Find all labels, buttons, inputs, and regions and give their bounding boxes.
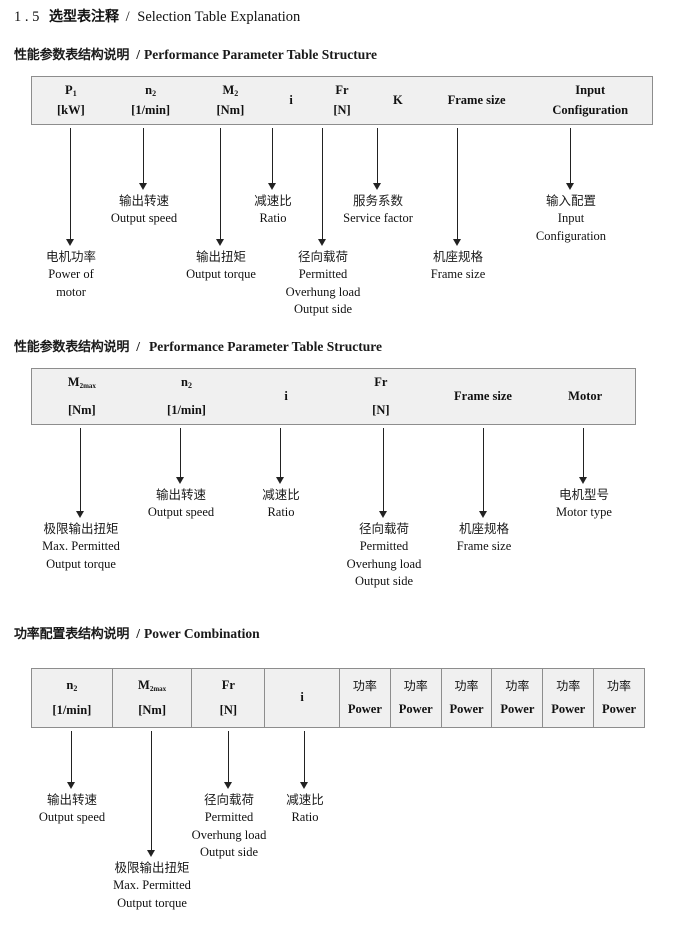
table-header-cell-n2: n2 [1/min] (167, 375, 206, 417)
heading-en: Performance Parameter Table Structure (143, 47, 378, 62)
table-header-cell-m2max: M2max [Nm] (113, 669, 193, 727)
table-header-cell-power-4: 功率 Power (492, 669, 544, 727)
arrow-to-service-factor (373, 128, 382, 190)
callout-ratio-2: 减速比 Ratio (262, 487, 300, 519)
table-header-cell-m2max: M2max [Nm] (67, 375, 96, 417)
table-header-cell-m2: M2 [Nm] (216, 83, 245, 117)
heading-cn: 性能参数表结构说明 (14, 340, 130, 355)
callout-motor-type: 电机型号 Motor type (556, 487, 612, 519)
block-heading-power-combination: 功率配置表结构说明 / Power Combination (14, 623, 260, 643)
table-header-cell-n2: n2 [1/min] (32, 669, 113, 727)
arrow-to-frame-size (453, 128, 462, 246)
callout-ratio: 减速比 Ratio (254, 193, 292, 225)
performance-table-1: P1 [kW] n2 [1/min] M2 [Nm] i Fr [N] K Fr… (31, 76, 653, 125)
section-number: 1 . 5 (14, 9, 40, 25)
callout-frame-size: 机座规格 Frame size (430, 249, 486, 281)
table-header-cell-p1: P1 [kW] (56, 83, 85, 117)
section-title-cn: 选型表注释 (49, 9, 119, 25)
table-header-cell-n2: n2 [1/min] (131, 83, 171, 117)
table-header-cell-k: K (392, 92, 403, 107)
arrow-to-ratio (268, 128, 277, 190)
table-header-cell-power-6: 功率 Power (602, 679, 637, 716)
section-title-en: Selection Table Explanation (137, 9, 301, 25)
arrow-to-input-configuration (566, 128, 575, 190)
heading-en: Power Combination (143, 626, 260, 641)
callout-frame-size-2: 机座规格 Frame size (456, 521, 512, 553)
arrow-to-ratio-2 (276, 428, 285, 484)
callout-permitted-overhung-load: 径向载荷 Permitted Overhung load Output side (285, 249, 361, 317)
arrow-to-max-permitted-output-torque-3 (147, 731, 156, 857)
table-header-cell-input-configuration: Input Configuration (552, 83, 629, 117)
performance-table-2: M2max [Nm] n2 [1/min] i Fr [N] Frame siz… (31, 368, 636, 425)
arrow-to-motor-type (579, 428, 588, 484)
table-header-cell-power-2: 功率 Power (391, 669, 442, 727)
arrow-to-max-permitted-output-torque (76, 428, 85, 518)
arrow-to-frame-size-2 (479, 428, 488, 518)
arrow-to-permitted-overhung-load (318, 128, 327, 246)
heading-en: Performance Parameter Table Structure (148, 339, 383, 354)
table-header-cell-frame-size: Frame size (447, 92, 506, 107)
arrow-to-output-torque (216, 128, 225, 246)
heading-cn: 性能参数表结构说明 (14, 48, 130, 63)
arrow-to-output-speed-3 (67, 731, 76, 789)
table-header-cell-frame-size: Frame size (454, 388, 512, 403)
heading-separator: / (136, 339, 140, 354)
table-header-cell-power-3: 功率 Power (442, 669, 493, 727)
callout-service-factor: 服务系数 Service factor (343, 193, 413, 225)
callout-permitted-overhung-load-2: 径向载荷 Permitted Overhung load Output side (346, 521, 422, 589)
block-heading-performance-1: 性能参数表结构说明 / Performance Parameter Table … (14, 44, 377, 64)
callout-output-speed-2: 输出转速 Output speed (147, 487, 215, 519)
heading-separator: / (136, 626, 140, 641)
table-header-cell-i: i (284, 388, 288, 403)
table-header-cell-i: i (289, 92, 293, 107)
table-header-cell-fr: Fr [N] (333, 83, 351, 117)
callout-power-of-motor: 电机功率 Power of motor (45, 249, 97, 299)
callout-input-configuration: 输入配置 Input Configuration (535, 193, 607, 243)
callout-permitted-overhung-load-3: 径向载荷 Permitted Overhung load Output side (191, 792, 267, 860)
power-combination-table: n2 [1/min] M2max [Nm] Fr [N] i 功率 Power … (31, 668, 645, 728)
arrow-to-permitted-overhung-load-3 (224, 731, 233, 789)
callout-output-speed-3: 输出转速 Output speed (38, 792, 106, 824)
page-title: 1 . 5 选型表注释 / Selection Table Explanatio… (14, 6, 300, 26)
callout-output-speed: 输出转速 Output speed (110, 193, 178, 225)
callout-ratio-3: 减速比 Ratio (286, 792, 324, 824)
callout-max-permitted-output-torque-3: 极限输出扭矩 Max. Permitted Output torque (113, 860, 191, 910)
block-heading-performance-2: 性能参数表结构说明 / Performance Parameter Table … (14, 336, 382, 356)
arrow-to-permitted-overhung-load-2 (379, 428, 388, 518)
arrow-to-power-of-motor (66, 128, 75, 246)
arrow-to-ratio-3 (300, 731, 309, 789)
table-header-cell-power-5: 功率 Power (543, 669, 595, 727)
arrow-to-output-speed-2 (176, 428, 185, 484)
callout-output-torque: 输出扭矩 Output torque (186, 249, 256, 281)
table-header-cell-fr: Fr [N] (192, 669, 266, 727)
table-header-cell-power-1: 功率 Power (340, 669, 391, 727)
heading-separator: / (136, 47, 140, 62)
section-title-separator: / (125, 9, 130, 25)
heading-cn: 功率配置表结构说明 (14, 627, 130, 642)
table-header-cell-motor: Motor (568, 388, 603, 403)
table-header-cell-fr: Fr [N] (372, 375, 390, 417)
callout-max-permitted-output-torque: 极限输出扭矩 Max. Permitted Output torque (42, 521, 120, 571)
arrow-to-output-speed (139, 128, 148, 190)
table-header-cell-i: i (265, 669, 340, 727)
